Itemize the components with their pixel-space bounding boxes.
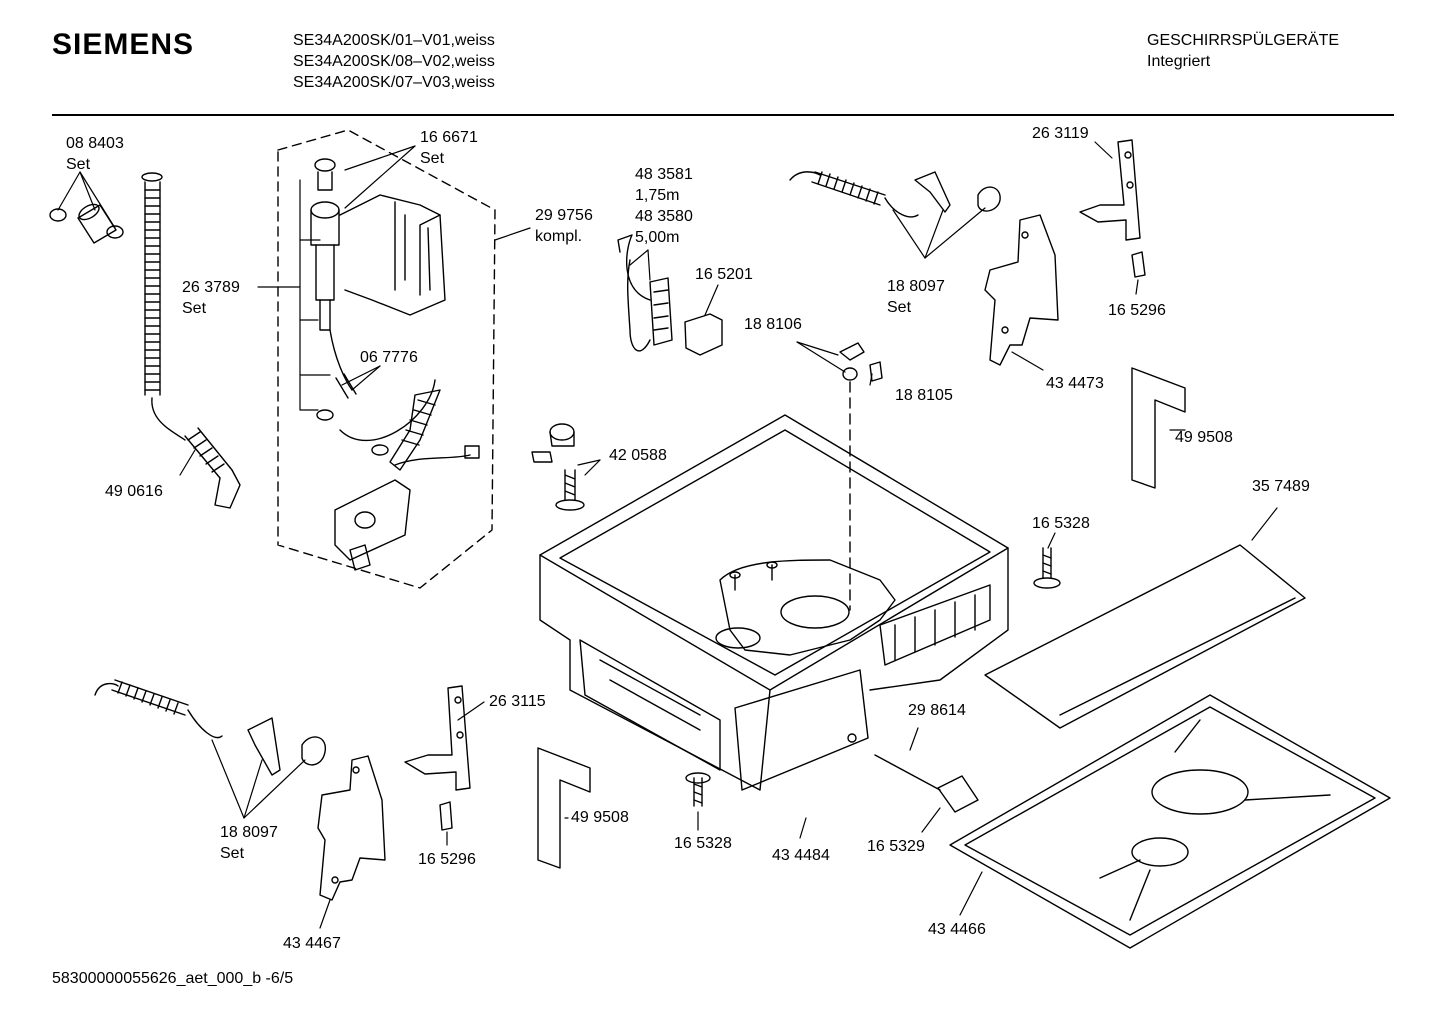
- brand-logo: SIEMENS: [52, 28, 195, 61]
- part-label: 49 0616: [105, 481, 163, 502]
- front-panel: [734, 669, 869, 791]
- part-number: 29 9756: [535, 207, 593, 224]
- part-number: 16 5296: [1108, 302, 1166, 319]
- part-label: 29 9756 kompl.: [535, 205, 593, 247]
- insulation-sheet: [984, 544, 1306, 729]
- part-note: Set: [66, 156, 91, 173]
- part-note: Set: [220, 845, 245, 862]
- model-line: SE34A200SK/01–V01,weiss: [293, 32, 495, 49]
- hose-clamp-set: [49, 203, 124, 244]
- door-spring-bottom: [94, 679, 326, 776]
- part-number: 29 8614: [908, 702, 966, 719]
- part-label: 16 6671 Set: [420, 127, 478, 169]
- category-block: GESCHIRRSPÜLGERÄTE Integriert: [1147, 30, 1339, 72]
- part-number: 18 8097: [887, 278, 945, 295]
- document-id: 58300000055626_aet_000_b -6/5: [52, 970, 294, 987]
- base-tub: [539, 414, 1009, 791]
- part-number: 16 5201: [695, 266, 753, 283]
- part-number: 06 7776: [360, 349, 418, 366]
- part-number: 26 3115: [489, 693, 546, 710]
- part-number: 43 4484: [772, 847, 830, 864]
- part-label: 48 3581 1,75m 48 3580 5,00m: [635, 164, 693, 248]
- valve-assembly-bracket: [277, 129, 496, 589]
- inlet-valve: [310, 158, 480, 571]
- part-number: 43 4473: [1046, 375, 1104, 392]
- category-subtitle: Integriert: [1147, 53, 1211, 70]
- part-note: 5,00m: [635, 229, 680, 246]
- part-label: 16 5328: [674, 833, 732, 854]
- part-number: 49 9508: [571, 809, 629, 826]
- part-label: 29 8614: [908, 700, 966, 721]
- part-label: 16 5329: [867, 836, 925, 857]
- part-number: 49 9508: [1175, 429, 1233, 446]
- grommets: [839, 342, 883, 611]
- part-number: 43 4467: [283, 935, 341, 952]
- part-note: Set: [887, 299, 912, 316]
- part-label: 18 8106: [744, 314, 802, 335]
- part-label: 16 5201: [695, 264, 753, 285]
- part-number: 16 6671: [420, 129, 478, 146]
- hinge-bracket-right: [984, 139, 1146, 366]
- part-label: 16 5328: [1032, 513, 1090, 534]
- leader-lines: [57, 141, 1278, 929]
- part-label: 16 5296: [1108, 300, 1166, 321]
- screw-bottom: [685, 772, 711, 807]
- model-list: SE34A200SK/01–V01,weiss SE34A200SK/08–V0…: [293, 30, 495, 93]
- part-number: 18 8106: [744, 316, 802, 333]
- part-number: 43 4466: [928, 921, 986, 938]
- model-line: SE34A200SK/08–V02,weiss: [293, 53, 495, 70]
- part-label: 26 3119: [1032, 123, 1089, 144]
- part-label: 43 4466: [928, 919, 986, 940]
- part-number: 16 5328: [1032, 515, 1090, 532]
- part-number: 18 8105: [895, 387, 953, 404]
- hose-adapter: [874, 754, 979, 813]
- part-label: 35 7489: [1252, 476, 1310, 497]
- part-label: 06 7776: [360, 347, 418, 368]
- part-note: Set: [420, 150, 445, 167]
- base-plate: [949, 694, 1391, 949]
- part-number: 16 5329: [867, 838, 925, 855]
- part-label: 26 3115: [489, 691, 546, 712]
- part-number: 48 3580: [635, 208, 693, 225]
- part-label: 08 8403 Set: [66, 133, 124, 175]
- part-note: 1,75m: [635, 187, 680, 204]
- part-number: 35 7489: [1252, 478, 1310, 495]
- part-number: 48 3581: [635, 166, 693, 183]
- screw-right: [1033, 547, 1061, 589]
- part-number: 26 3789: [182, 279, 240, 296]
- screw-and-nut: [531, 423, 585, 511]
- part-label: 18 8097 Set: [887, 276, 945, 318]
- part-label: 49 9508: [571, 807, 629, 828]
- part-number: 16 5296: [418, 851, 476, 868]
- door-spring-top: [789, 171, 1001, 218]
- part-label: 42 0588: [609, 445, 667, 466]
- category-title: GESCHIRRSPÜLGERÄTE: [1147, 32, 1340, 49]
- header-divider: [52, 114, 1394, 116]
- part-label: 43 4484: [772, 845, 830, 866]
- part-number: 08 8403: [66, 135, 124, 152]
- power-cable: [617, 234, 723, 356]
- part-label: 18 8097 Set: [220, 822, 278, 864]
- model-line: SE34A200SK/07–V03,weiss: [293, 74, 495, 91]
- part-label: 43 4467: [283, 933, 341, 954]
- part-label: 16 5296: [418, 849, 476, 870]
- part-number: 18 8097: [220, 824, 278, 841]
- hinge-bracket-left: [317, 685, 471, 901]
- part-label: 43 4473: [1046, 373, 1104, 394]
- part-number: 16 5328: [674, 835, 732, 852]
- part-note: kompl.: [535, 228, 583, 245]
- part-label: 26 3789 Set: [182, 277, 240, 319]
- part-note: Set: [182, 300, 207, 317]
- part-label: 49 9508: [1175, 427, 1233, 448]
- part-label: 18 8105: [895, 385, 953, 406]
- cover-plate-right: [1131, 367, 1186, 489]
- part-number: 42 0588: [609, 447, 667, 464]
- part-number: 26 3119: [1032, 125, 1089, 142]
- cover-plate-left: [537, 747, 591, 869]
- drain-hose: [141, 172, 241, 509]
- part-number: 49 0616: [105, 483, 163, 500]
